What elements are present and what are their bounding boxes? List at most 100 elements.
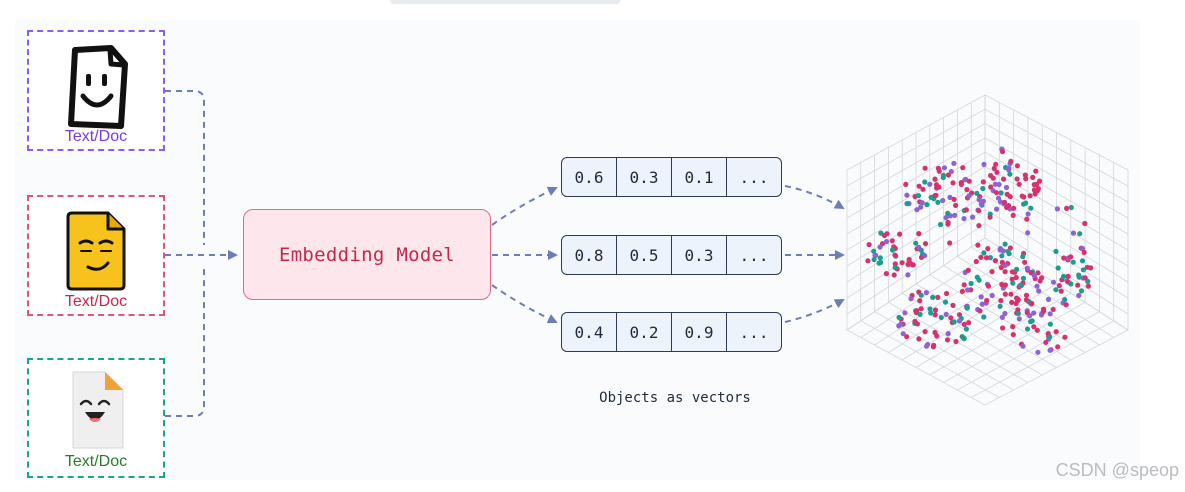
model-to-vector3-arrow [491, 284, 558, 324]
vector-point [919, 200, 925, 206]
vector-point [932, 176, 938, 182]
vector-point [922, 329, 928, 335]
vector-point [1036, 288, 1042, 294]
vector-point [960, 165, 966, 171]
top-bar [390, 0, 620, 4]
vector-point [951, 160, 957, 166]
vector-point [1014, 266, 1020, 272]
grid-line [846, 180, 986, 267]
vector-point [935, 199, 941, 205]
vector-point [1024, 326, 1031, 332]
vector-point [1070, 230, 1076, 236]
vector-point [905, 272, 911, 278]
grid-line [860, 320, 1000, 398]
vector-point [964, 187, 970, 193]
vector-2-cell-2: 0.5 [617, 236, 672, 274]
vector-point [976, 208, 982, 214]
vector-point [943, 215, 949, 221]
vector-point [1023, 176, 1029, 182]
vector-point [872, 252, 878, 258]
vector-point [918, 292, 924, 298]
vector-point [1027, 193, 1033, 199]
vector-point [1082, 275, 1088, 281]
vector-point [918, 306, 924, 312]
vector-point [903, 181, 909, 187]
vector-point [932, 193, 938, 199]
vector-point [1082, 220, 1088, 227]
vector-point [1006, 203, 1012, 209]
vector-point [1035, 349, 1041, 355]
vector-point [918, 204, 924, 210]
vector-point [904, 334, 910, 340]
vector-point [992, 258, 999, 264]
vector-point [976, 223, 982, 229]
vector-point [1084, 264, 1090, 270]
vector-point [943, 311, 949, 317]
vector-point [1010, 332, 1016, 338]
vector-point [1021, 201, 1027, 207]
vector-point [1055, 344, 1061, 350]
vector-point [1034, 327, 1040, 333]
vector-point [1034, 283, 1040, 289]
vector-point [934, 185, 940, 191]
vector-point [952, 212, 958, 218]
vector-3-cell-3: 0.9 [672, 313, 727, 351]
vector-point [978, 294, 984, 300]
vector-point [976, 197, 982, 203]
vector-point [1079, 258, 1086, 264]
vector-point [985, 283, 992, 289]
vector-point [940, 172, 947, 178]
vector-point [993, 190, 1000, 196]
vector-point [1053, 329, 1059, 335]
vector-point [930, 344, 937, 350]
vector-point [950, 180, 956, 186]
vector-point [1013, 300, 1019, 307]
vector-point [942, 299, 949, 305]
doc3-connector [165, 265, 205, 417]
vector-point [979, 301, 985, 307]
vector-point [1047, 311, 1053, 317]
vector-point [945, 219, 951, 226]
vector-point [987, 214, 993, 220]
vector-row-2: 0.8 0.5 0.3 ... [561, 235, 782, 275]
vector3-to-space-arrow [784, 299, 845, 323]
vector-point [962, 177, 968, 183]
vector-point [1031, 273, 1037, 279]
vector-point [916, 336, 922, 342]
vector-point [1031, 324, 1037, 330]
vector-point [970, 214, 976, 220]
vector-point [950, 302, 956, 308]
document-label-1: Text/Doc [64, 128, 128, 145]
vector-point [981, 250, 987, 256]
vector-1-cell-2: 0.3 [617, 158, 672, 196]
vector-point [1050, 306, 1056, 312]
vector-point [1029, 318, 1035, 324]
vector-point [916, 244, 922, 250]
vector-point [976, 277, 982, 283]
vector-point [1070, 259, 1076, 265]
vector-point [985, 246, 991, 252]
grid-line [984, 329, 1129, 406]
vector1-to-space-arrow [784, 185, 845, 209]
vectors-caption: Objects as vectors [599, 390, 751, 406]
grid-line [957, 311, 1100, 391]
vector-point [966, 193, 972, 199]
vector-point [1080, 267, 1086, 273]
vector-point [989, 269, 995, 275]
vector-point [945, 331, 951, 337]
vector-point [941, 165, 948, 171]
vector-point [914, 308, 920, 314]
vector-point [1027, 313, 1033, 319]
vector-point [996, 181, 1002, 188]
vector-point [1025, 211, 1031, 217]
vector-3-cell-1: 0.4 [562, 313, 617, 351]
vector-point [898, 321, 904, 327]
vector-point [1014, 176, 1020, 182]
vector-point [884, 239, 890, 245]
vector-point [999, 259, 1005, 265]
vector-2-cell-1: 0.8 [562, 236, 617, 274]
vector-point [916, 231, 922, 237]
vector-point [922, 253, 928, 259]
smiley-document-icon [68, 45, 128, 129]
